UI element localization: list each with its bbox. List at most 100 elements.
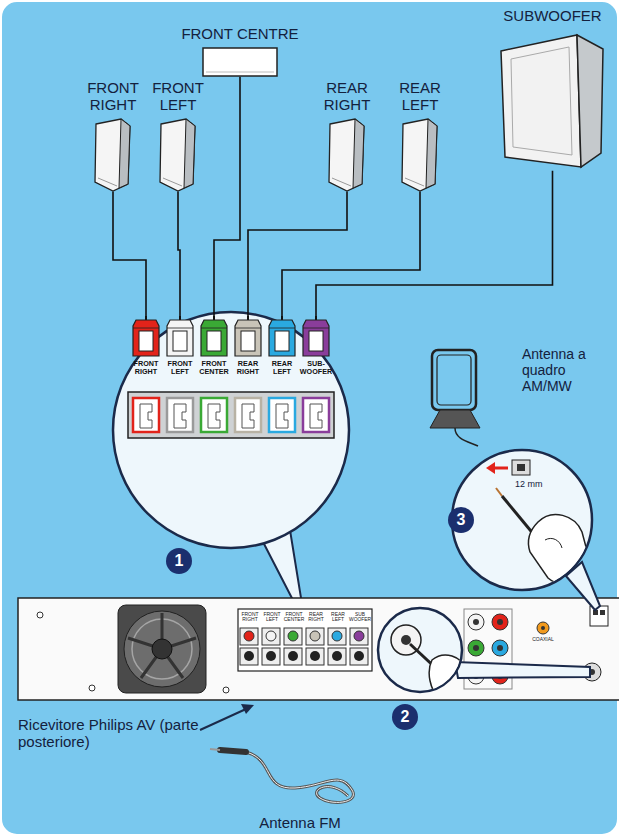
receiver-back-panel [262, 628, 280, 645]
plug-shape [241, 331, 255, 351]
plug-shape [315, 316, 317, 320]
antenna-label: Antenna a quadro AM/MW [522, 346, 604, 394]
magnifier-fm-socket [455, 662, 590, 678]
plug-shape [213, 316, 215, 320]
plug-shape [233, 316, 263, 358]
magnifier-speaker-sockets [133, 398, 159, 432]
plug-shape [165, 316, 195, 358]
speaker-wire [178, 192, 180, 316]
plug-label: REAR LEFT [265, 360, 299, 375]
leader-arrow [200, 709, 246, 730]
speaker-wire [248, 192, 347, 316]
magnifier-am-antenna-terminal [486, 462, 495, 474]
terminal-label: FRONT CENTER [283, 612, 305, 623]
speaker-shape [158, 118, 198, 192]
magnifier-fm-socket [410, 644, 470, 700]
plug-shape [309, 331, 323, 351]
plug-shape [145, 316, 147, 320]
magnifier-am-antenna-terminal [452, 450, 600, 610]
speaker: REAR RIGHT [316, 80, 378, 192]
plug-shape [167, 320, 193, 356]
subwoofer-shape [577, 35, 603, 167]
terminal-label: REAR LEFT [327, 612, 349, 623]
receiver-back-panel [284, 648, 302, 665]
receiver-back-panel [152, 639, 172, 659]
plug-shape [131, 316, 161, 358]
magnifier-speaker-sockets [128, 392, 334, 438]
magnifier-am-antenna-terminal [493, 467, 508, 470]
plug-shape [199, 316, 229, 358]
speaker-label: SUBWOOFER [495, 8, 610, 25]
plug-shape [267, 316, 297, 358]
speaker-wire [113, 192, 146, 316]
magnifier-fm-socket [391, 625, 470, 700]
fm-wire-antenna [210, 749, 353, 802]
receiver-back-panel [354, 631, 364, 641]
terminal-label: FRONT LEFT [261, 612, 283, 623]
terminal-label: FRONT RIGHT [239, 612, 261, 623]
speaker-shape [329, 119, 364, 191]
receiver-back-panel [18, 598, 619, 700]
receiver-back-panel [492, 614, 508, 630]
receiver-back-panel [350, 648, 368, 665]
magnifier-speaker-sockets [113, 312, 349, 606]
subwoofer-shape [511, 47, 572, 155]
callout-number: 2 [392, 704, 418, 730]
fm-wire-antenna [220, 750, 246, 752]
speaker-shape [405, 178, 424, 186]
receiver-back-panel [18, 598, 619, 700]
speaker-shape [426, 119, 437, 188]
magnifier-am-antenna-terminal [545, 538, 562, 548]
receiver-back-panel [288, 651, 298, 661]
am-loop-antenna [430, 410, 480, 428]
fm-wire-antenna [246, 752, 353, 802]
receiver-back-panel [328, 628, 346, 645]
plug-shape [235, 320, 261, 356]
plug-shape [303, 328, 329, 329]
am-loop-antenna [432, 350, 476, 410]
fm-wire-antenna [246, 752, 353, 802]
receiver-back-panel [492, 640, 508, 656]
speaker-label: FRONT LEFT [147, 80, 209, 114]
centre-speaker-shape [202, 47, 278, 77]
antenna-label: Antenna FM [245, 814, 355, 831]
receiver-back-panel [497, 619, 503, 625]
receiver-back-panel [332, 651, 342, 661]
speaker-label: FRONT CENTRE [178, 26, 302, 43]
receiver-back-panel [240, 628, 258, 645]
receiver-back-panel [473, 645, 479, 651]
plug-shape [179, 316, 181, 320]
magnifier-am-antenna-terminal [486, 460, 590, 584]
magnifier-am-antenna-terminal [528, 515, 590, 584]
speaker-shape [119, 119, 130, 188]
speaker: FRONT CENTRE [178, 26, 302, 77]
plug-shape [303, 320, 329, 356]
speaker-shape [327, 118, 367, 192]
receiver-back-panel [328, 648, 346, 665]
magnifier-am-antenna-terminal [517, 464, 525, 471]
magnifier-speaker-sockets [201, 398, 227, 432]
magnifier-speaker-sockets [140, 404, 322, 428]
speaker: SUBWOOFER [495, 8, 610, 171]
callout-number: 3 [448, 507, 474, 533]
plug-shape [139, 331, 153, 351]
plug-connector: SUB- WOOFER [299, 316, 333, 375]
magnifier-fm-socket [429, 655, 470, 700]
magnifier-speaker-sockets [113, 312, 349, 548]
am-loop-antenna [437, 355, 471, 405]
receiver-back-panel [468, 614, 484, 630]
receiver-back-panel [310, 631, 320, 641]
centre-speaker-shape [206, 71, 274, 72]
plug-connector: REAR RIGHT [231, 316, 265, 375]
subwoofer-shape [497, 31, 609, 171]
fm-wire-antenna [210, 749, 220, 750]
dimension: 12 mm [515, 480, 543, 490]
receiver-back-panel [244, 631, 254, 641]
receiver-back-panel [310, 651, 320, 661]
callout-number: 1 [166, 548, 192, 574]
centre-speaker-shape [203, 48, 277, 76]
plug-shape [207, 331, 221, 351]
